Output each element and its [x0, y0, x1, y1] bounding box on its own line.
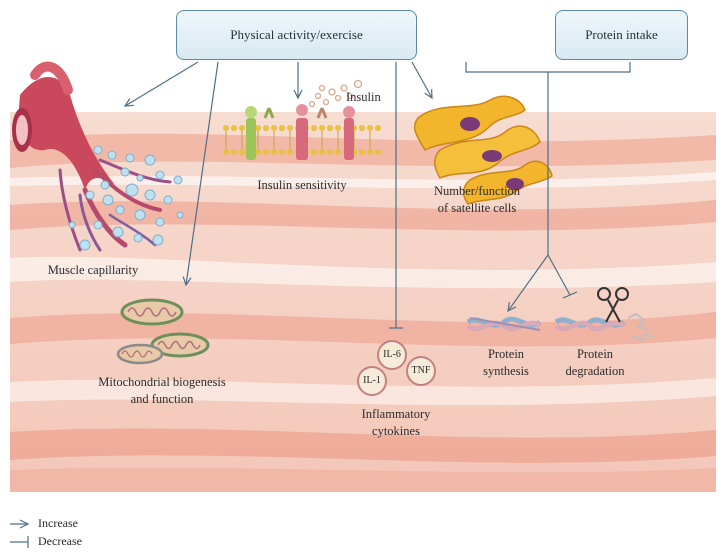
- inflammatory-label-line2: cytokines: [372, 424, 420, 438]
- cytokines-illustration: [357, 340, 436, 396]
- cytokine-tnf-label: TNF: [411, 365, 431, 376]
- arrow-to-synthesis: [508, 254, 549, 311]
- exercise-box-label: Physical activity/exercise: [230, 27, 363, 42]
- mitochondria-label-line2: and function: [130, 392, 194, 406]
- insulin-label: Insulin: [346, 90, 381, 104]
- muscle-tissue-background: [10, 112, 716, 492]
- mitochondria-illustration: [116, 298, 210, 365]
- protein-degradation-label-line1: Protein: [576, 347, 614, 361]
- protein-degradation-illustration: [554, 287, 655, 342]
- cell-membrane-illustration: [223, 79, 381, 160]
- legend-increase: Increase: [38, 516, 78, 531]
- protein-degradation-label-line2: degradation: [565, 364, 625, 378]
- satellite-cells-illustration: [413, 95, 553, 205]
- inhibit-to-degradation: [547, 254, 571, 296]
- legend-symbols: [10, 524, 28, 548]
- arrow-to-capillarity: [125, 61, 199, 106]
- inhibit-bar-degradation: [562, 291, 578, 299]
- protein-synthesis-illustration: [466, 316, 542, 332]
- protein-intake-bracket: [465, 62, 631, 73]
- muscle-capillarity-label: Muscle capillarity: [47, 263, 139, 277]
- arrow-to-mitochondria: [186, 61, 219, 285]
- satellite-cells-label-line2: of satellite cells: [437, 201, 517, 215]
- protein-synthesis-label-line1: Protein: [487, 347, 525, 361]
- insulin-sensitivity-label: Insulin sensitivity: [257, 178, 347, 192]
- protein-synthesis-label-line2: synthesis: [483, 364, 529, 378]
- mitochondria-label-line1: Mitochondrial biogenesis: [98, 375, 226, 389]
- legend-decrease-label: Decrease: [38, 534, 82, 548]
- blood-vessel-illustration: [12, 61, 184, 252]
- protein-intake-box: Protein intake: [555, 10, 688, 60]
- satellite-cells-label-line1: Number/function: [433, 184, 521, 198]
- legend-increase-label: Increase: [38, 516, 78, 530]
- arrow-to-satellite: [411, 61, 432, 98]
- inflammatory-label-line1: Inflammatory: [361, 407, 431, 421]
- exercise-box: Physical activity/exercise: [176, 10, 417, 60]
- cytokine-il1-label: IL-1: [363, 375, 381, 386]
- cytokine-il6-label: IL-6: [383, 349, 401, 360]
- protein-intake-box-label: Protein intake: [585, 27, 658, 42]
- connector-lines: [125, 61, 631, 329]
- legend-decrease: Decrease: [38, 534, 82, 549]
